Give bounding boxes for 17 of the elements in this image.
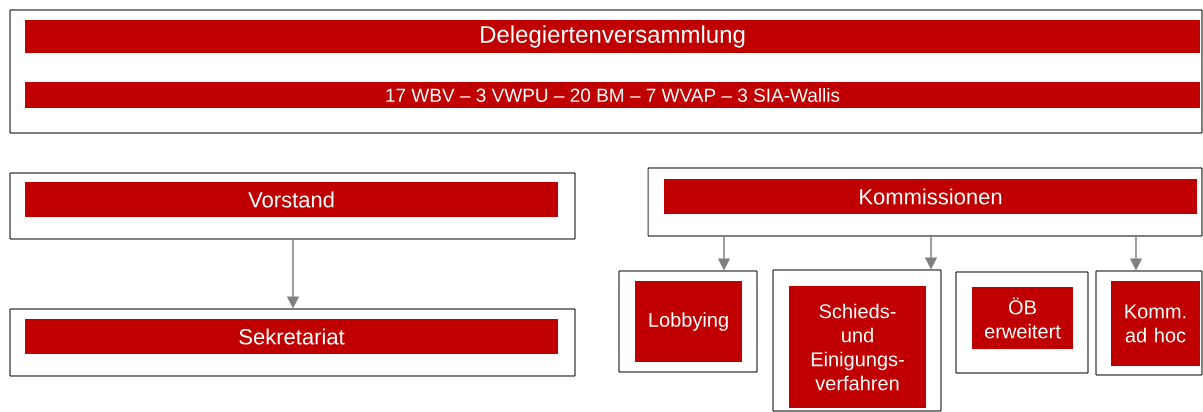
header-bar: Vorstand xyxy=(25,182,558,217)
frame-box xyxy=(9,9,1203,134)
label-box: Lobbying xyxy=(635,281,742,362)
header-bar: Delegiertenversammlung xyxy=(25,20,1200,53)
header-bar: Kommissionen xyxy=(664,179,1197,214)
label-box: Schieds- und Einigungs- verfahren xyxy=(789,286,926,408)
frame-box xyxy=(9,308,576,377)
frame-box xyxy=(9,172,576,240)
frame-box xyxy=(618,270,758,373)
frame-box xyxy=(1095,270,1203,376)
header-bar: Sekretariat xyxy=(25,319,558,354)
header-bar: 17 WBV – 3 VWPU – 20 BM – 7 WVAP – 3 SIA-Wallis xyxy=(25,82,1200,108)
frame-box xyxy=(772,269,942,412)
label-box: ÖB erweitert xyxy=(972,287,1073,349)
label-box: Komm. ad hoc xyxy=(1111,281,1200,366)
frame-box xyxy=(647,167,1203,237)
frame-box xyxy=(955,271,1089,374)
